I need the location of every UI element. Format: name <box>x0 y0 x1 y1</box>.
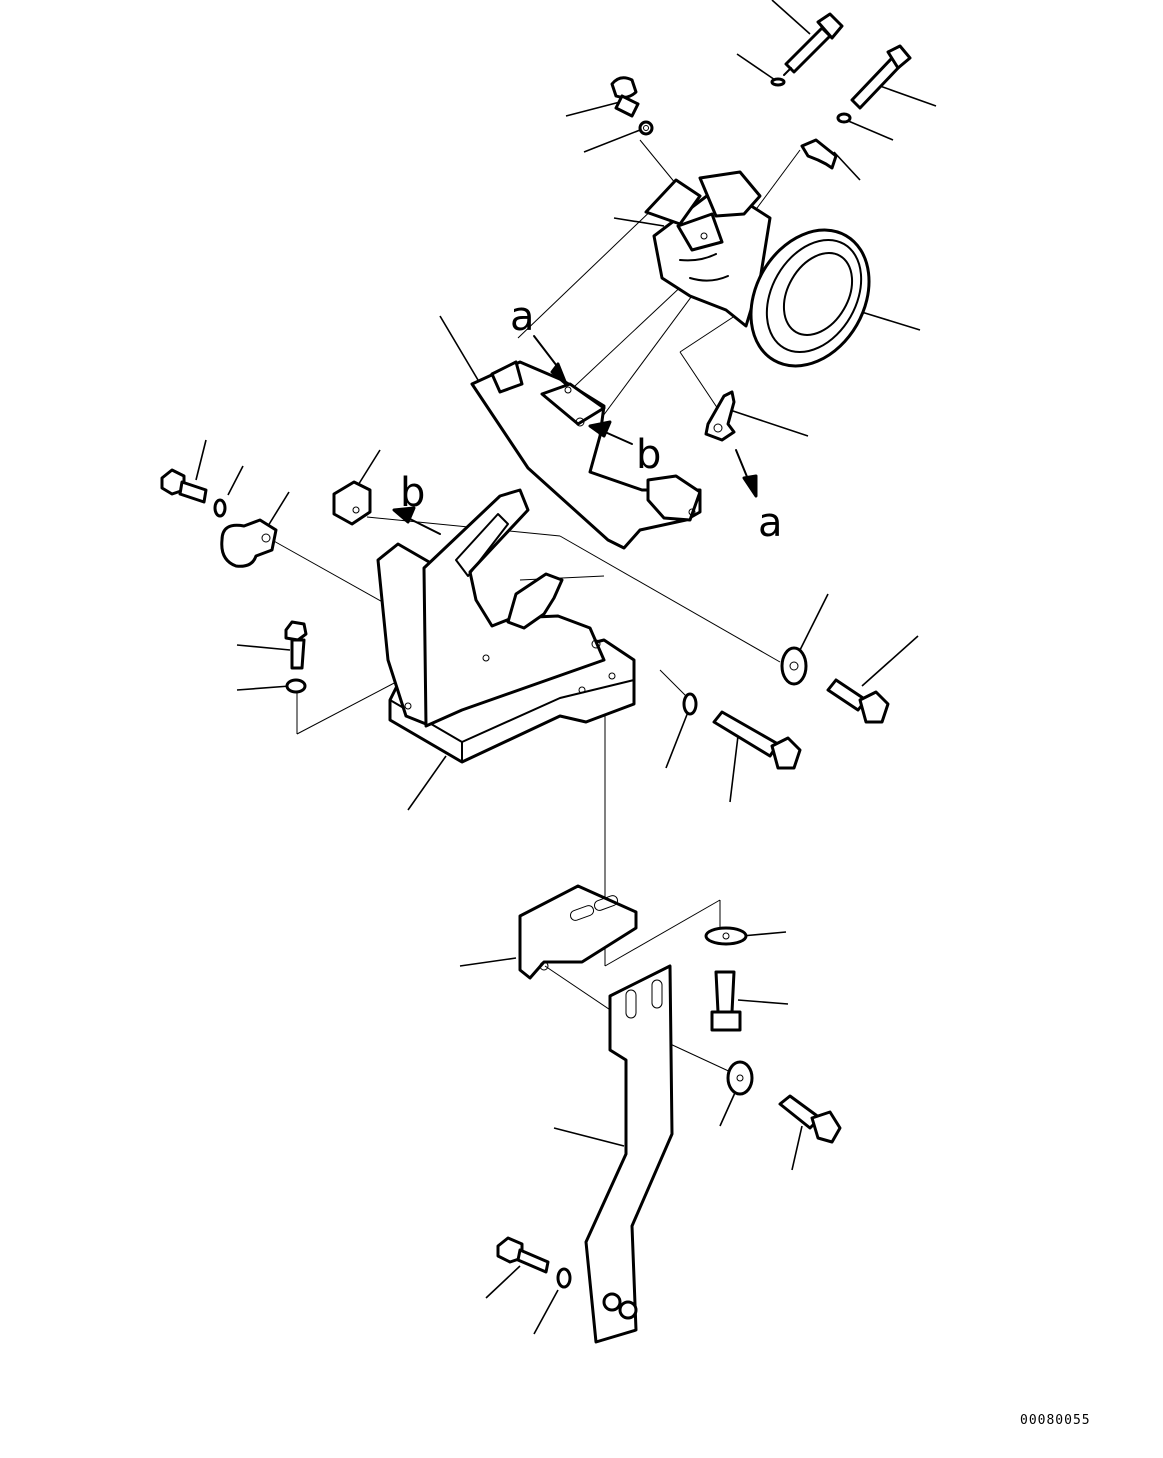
square-nut <box>332 480 372 526</box>
callout-b-left-arrowhead <box>392 506 416 524</box>
callout-a-bottom-arrowhead <box>742 474 758 498</box>
stay-flat-washer-hole <box>722 932 730 940</box>
large-flat-washer <box>780 646 808 686</box>
square-nut-hole <box>352 506 360 514</box>
callout-a-bottom: a <box>758 500 783 546</box>
compressor-bolt-washer <box>638 120 654 136</box>
top-spring-washer <box>770 77 786 87</box>
drawing-number: 00080055 <box>1020 1413 1091 1428</box>
lower-washer <box>726 1060 754 1096</box>
long-support-arm <box>584 964 674 1344</box>
upper-mounting-bracket <box>470 360 702 550</box>
right-spring-washer <box>836 112 852 124</box>
bracket-bolt-left <box>284 620 308 670</box>
hose-clamp <box>220 518 278 568</box>
small-bracket-hole <box>713 423 723 433</box>
bracket-spring-washer-right <box>682 692 698 716</box>
l-shaped-stay <box>800 138 838 170</box>
arm-bolt <box>496 1236 550 1274</box>
small-bracket-stay <box>704 390 736 442</box>
top-long-bolt <box>783 12 844 76</box>
air-conditioner-compressor <box>644 170 871 368</box>
bracket-washer-left <box>285 678 307 694</box>
lower-stay-plate <box>518 884 638 980</box>
lower-hex-bolt <box>778 1094 842 1144</box>
lower-right-hex-bolt <box>712 710 802 770</box>
callout-a-top: a <box>510 294 535 340</box>
clamp-bolt <box>160 468 208 504</box>
lower-washer-hole <box>736 1074 744 1082</box>
clamp-washer <box>213 498 227 518</box>
main-bracket <box>376 488 636 764</box>
callout-a-top-leader <box>533 335 561 371</box>
compressor-short-bolt <box>610 76 640 118</box>
upper-right-hex-bolt <box>826 678 890 724</box>
right-long-bolt <box>850 44 912 110</box>
arm-washer <box>556 1267 572 1289</box>
callout-a-top-arrowhead <box>550 362 568 386</box>
large-flat-washer-hole <box>789 661 799 671</box>
callout-b-right-arrowhead <box>588 420 612 438</box>
compressor-bolt-washer-hole <box>643 125 649 131</box>
stay-flat-washer <box>704 926 748 946</box>
callout-b-right: b <box>636 432 661 478</box>
stay-vertical-bolt <box>710 970 742 1032</box>
